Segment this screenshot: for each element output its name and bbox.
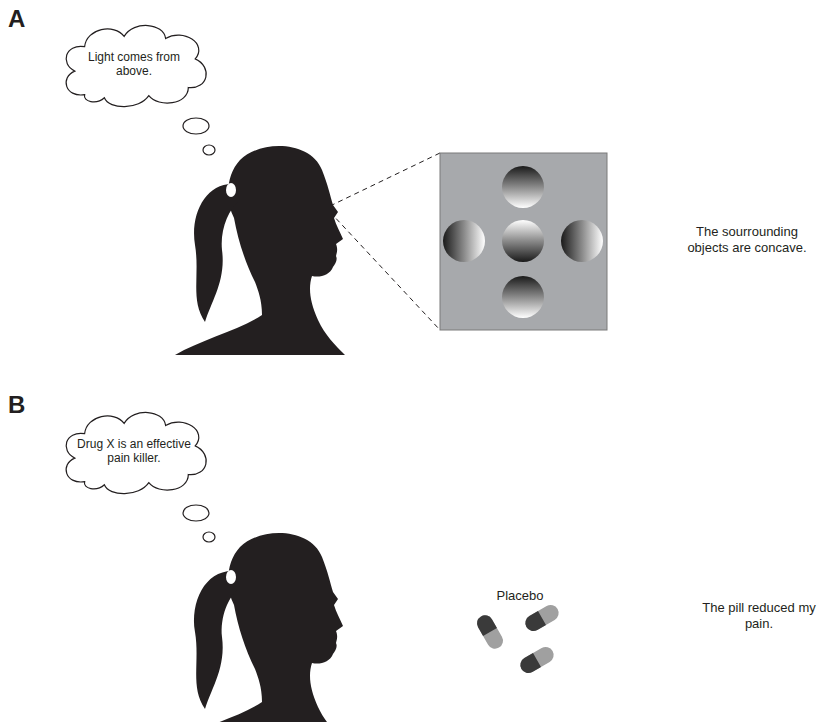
head-silhouette xyxy=(175,533,345,722)
bubble-text-area: Drug X is an effective pain killer. xyxy=(55,405,213,497)
thought-bubble: Light comes from above. xyxy=(55,18,213,110)
bubble-text-column: Light comes from above. xyxy=(81,50,187,78)
panel-label: A xyxy=(8,4,38,33)
bubble-text-area: Light comes from above. xyxy=(55,18,213,110)
shaded-disc-stimulus xyxy=(440,153,607,330)
sight-line xyxy=(330,212,440,330)
pill-capsules xyxy=(474,602,562,676)
thought-dot xyxy=(203,145,215,155)
thought-dot xyxy=(183,505,209,521)
thought-dot xyxy=(203,532,215,542)
thought-text: Drug X is an effective pain killer. xyxy=(76,437,192,465)
panel-label: B xyxy=(8,390,38,419)
percept-note: The pill reduced my pain. xyxy=(688,600,830,632)
pill-label: Placebo xyxy=(478,588,562,604)
thought-text: Light comes from above. xyxy=(81,50,187,78)
thought-dot xyxy=(183,118,209,134)
bubble-text-column: Drug X is an effective pain killer. xyxy=(76,437,192,465)
head-silhouette xyxy=(175,146,345,355)
percept-note: The sourrounding objects are concave. xyxy=(678,224,816,256)
thought-bubble: Drug X is an effective pain killer. xyxy=(55,405,213,497)
sight-line xyxy=(330,153,440,206)
